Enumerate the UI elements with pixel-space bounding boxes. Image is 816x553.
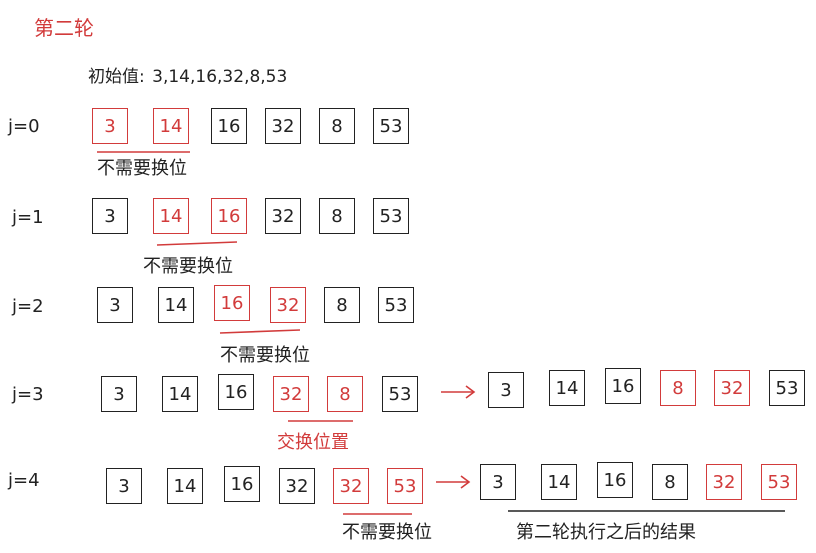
row-label-j0: j=0 — [8, 116, 40, 137]
result-value-box: 14 — [541, 464, 577, 500]
row-label-j3: j=3 — [12, 384, 44, 405]
value-box: 53 — [378, 287, 414, 323]
value-box: 8 — [327, 376, 363, 412]
value-box: 14 — [158, 287, 194, 323]
value-box: 53 — [373, 108, 409, 144]
value-box: 8 — [319, 198, 355, 234]
value-box: 3 — [101, 376, 137, 412]
value-box: 53 — [382, 376, 418, 412]
row-note-j4: 不需要换位 — [342, 522, 432, 543]
row-note-j3: 交换位置 — [277, 432, 349, 453]
value-box: 32 — [273, 376, 309, 412]
result-value-box: 3 — [480, 464, 516, 500]
row-note-j1: 不需要换位 — [143, 256, 233, 277]
value-box: 14 — [153, 198, 189, 234]
value-box: 14 — [167, 468, 203, 504]
value-box: 16 — [214, 285, 250, 321]
arrow-icon — [441, 385, 476, 399]
value-box: 3 — [97, 287, 133, 323]
compare-underline-j2 — [219, 329, 301, 334]
value-box: 3 — [106, 468, 142, 504]
result-value-box: 8 — [652, 464, 688, 500]
round-title: 第二轮 — [34, 16, 94, 40]
compare-underline-j1 — [156, 241, 238, 246]
row-label-j2: j=2 — [12, 296, 44, 317]
value-box: 16 — [211, 198, 247, 234]
row-label-j4: j=4 — [8, 470, 40, 491]
result-value-box: 14 — [549, 370, 585, 406]
result-value-box: 53 — [761, 464, 797, 500]
result-value-box: 16 — [605, 368, 641, 404]
value-box: 16 — [224, 466, 260, 502]
row-note-j0: 不需要换位 — [97, 158, 187, 179]
value-box: 16 — [218, 374, 254, 410]
result-value-box: 32 — [714, 370, 750, 406]
result-value-box: 8 — [660, 370, 696, 406]
row-note-j2: 不需要换位 — [220, 345, 310, 366]
value-box: 3 — [92, 108, 128, 144]
result-value-box: 32 — [706, 464, 742, 500]
result-value-box: 3 — [488, 372, 524, 408]
value-box: 32 — [333, 468, 369, 504]
value-box: 32 — [270, 287, 306, 323]
value-box: 32 — [279, 468, 315, 504]
value-box: 32 — [265, 198, 301, 234]
value-box: 16 — [211, 108, 247, 144]
initial-values-text: 3,14,16,32,8,53 — [152, 67, 288, 87]
value-box: 53 — [387, 468, 423, 504]
value-box: 32 — [265, 108, 301, 144]
value-box: 14 — [162, 376, 198, 412]
value-box: 14 — [153, 108, 189, 144]
value-box: 8 — [319, 108, 355, 144]
initial-label: 初始值: — [88, 67, 145, 87]
result-value-box: 53 — [769, 370, 805, 406]
value-box: 3 — [92, 198, 128, 234]
result-value-box: 16 — [597, 462, 633, 498]
arrow-icon — [436, 475, 471, 489]
result-caption: 第二轮执行之后的结果 — [516, 522, 696, 543]
initial-values: 初始值: 3,14,16,32,8,53 — [88, 62, 287, 87]
row-label-j1: j=1 — [12, 207, 44, 228]
value-box: 53 — [373, 198, 409, 234]
value-box: 8 — [324, 287, 360, 323]
